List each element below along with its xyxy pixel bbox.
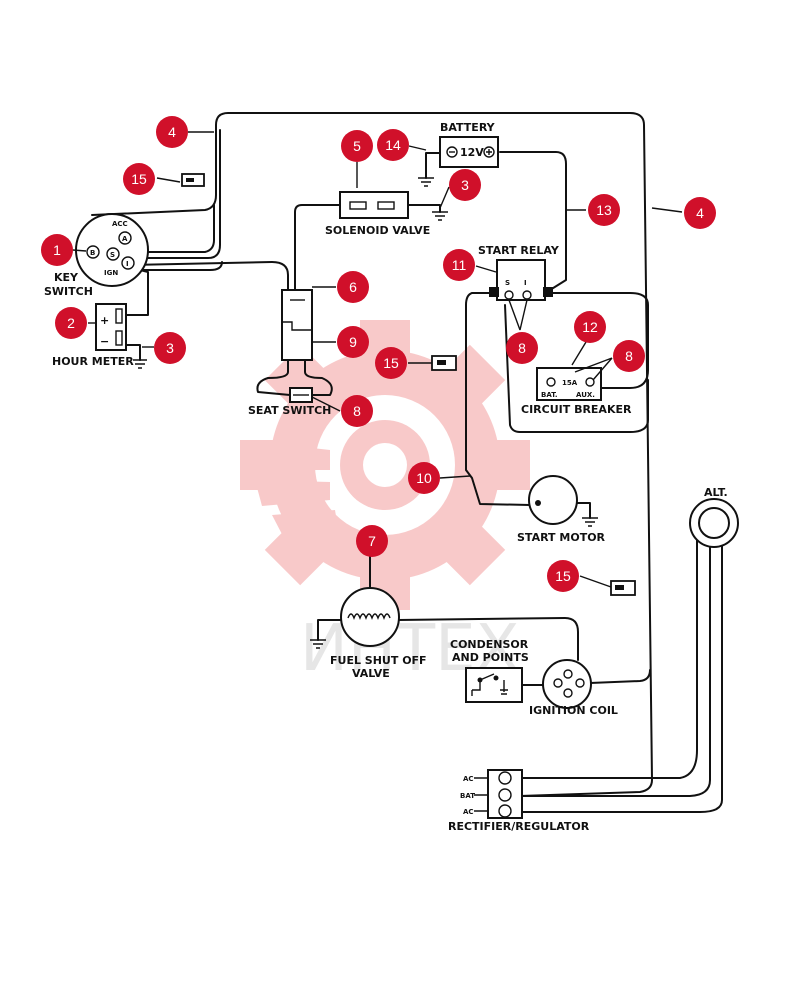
svg-text:S: S — [110, 251, 115, 259]
hour-meter: + − HOUR METER — [52, 303, 134, 368]
svg-text:ACC: ACC — [112, 220, 128, 228]
alternator: ALT. — [689, 486, 739, 548]
svg-text:1: 1 — [53, 242, 61, 258]
condensor-and-points: CONDENSOR AND POINTS — [450, 638, 529, 703]
svg-text:8: 8 — [353, 403, 361, 419]
svg-text:START RELAY: START RELAY — [478, 244, 560, 257]
callout-10: 10 — [408, 462, 440, 494]
svg-text:2: 2 — [67, 315, 75, 331]
svg-text:KEY: KEY — [54, 271, 79, 284]
solenoid-valve: SOLENOID VALVE — [325, 191, 430, 237]
svg-text:BAT: BAT — [460, 792, 475, 800]
svg-text:15: 15 — [131, 171, 147, 187]
callout-6: 6 — [337, 271, 369, 303]
svg-text:10: 10 — [416, 470, 432, 486]
svg-text:8: 8 — [518, 340, 526, 356]
svg-text:I: I — [126, 260, 129, 268]
svg-text:FUEL SHUT OFF: FUEL SHUT OFF — [330, 654, 427, 667]
svg-text:CONDENSOR: CONDENSOR — [450, 638, 529, 651]
svg-text:RECTIFIER/REGULATOR: RECTIFIER/REGULATOR — [448, 820, 590, 833]
svg-text:8: 8 — [625, 348, 633, 364]
callouts: 4 15 5 14 3 13 4 1 11 6 2 3 12 9 8 15 8 … — [41, 116, 716, 592]
svg-text:BATTERY: BATTERY — [440, 121, 496, 134]
svg-text:SWITCH: SWITCH — [44, 285, 93, 298]
callout-3: 3 — [154, 332, 186, 364]
svg-text:7: 7 — [368, 533, 376, 549]
svg-text:3: 3 — [166, 340, 174, 356]
seat-switch-block — [281, 289, 313, 361]
callout-14: 14 — [377, 129, 409, 161]
svg-text:AUX.: AUX. — [576, 391, 595, 399]
key-switch: ACC A B S I IGN KEY SWITCH — [44, 213, 149, 298]
svg-text:I: I — [524, 279, 527, 287]
svg-text:A: A — [122, 235, 128, 243]
callout-4: 4 — [684, 197, 716, 229]
callout-15: 15 — [547, 560, 579, 592]
svg-text:14: 14 — [385, 137, 401, 153]
svg-text:HOUR METER: HOUR METER — [52, 355, 134, 368]
svg-text:6: 6 — [349, 279, 357, 295]
svg-text:−: − — [100, 335, 109, 348]
start-relay: START RELAY S I — [478, 244, 560, 301]
svg-text:VALVE: VALVE — [352, 667, 390, 680]
svg-text:3: 3 — [461, 177, 469, 193]
callout-5: 5 — [341, 130, 373, 162]
svg-text:+: + — [100, 314, 109, 327]
svg-text:AC: AC — [463, 775, 474, 783]
svg-text:13: 13 — [596, 202, 612, 218]
rectifier-regulator: AC BAT AC RECTIFIER/REGULATOR — [448, 769, 590, 833]
seat-switch: SEAT SWITCH — [248, 387, 331, 417]
circuit-breaker: 15A BAT. AUX. CIRCUIT BREAKER — [521, 367, 632, 416]
svg-text:SEAT SWITCH: SEAT SWITCH — [248, 404, 331, 417]
callout-8: 8 — [506, 332, 538, 364]
svg-text:ALT.: ALT. — [704, 486, 728, 499]
callout-11: 11 — [443, 249, 475, 281]
svg-text:11: 11 — [452, 257, 467, 273]
leader-lines — [72, 131, 683, 588]
svg-text:S: S — [505, 279, 510, 287]
callout-15: 15 — [375, 347, 407, 379]
callout-3: 3 — [449, 169, 481, 201]
svg-text:9: 9 — [349, 334, 357, 350]
wires — [91, 112, 723, 813]
svg-text:12V: 12V — [460, 146, 484, 159]
callout-13: 13 — [588, 194, 620, 226]
callout-8: 8 — [613, 340, 645, 372]
svg-text:5: 5 — [353, 138, 361, 154]
svg-text:SOLENOID VALVE: SOLENOID VALVE — [325, 224, 430, 237]
svg-text:4: 4 — [696, 205, 704, 221]
callout-15: 15 — [123, 163, 155, 195]
svg-text:IGN: IGN — [104, 269, 118, 277]
svg-text:START MOTOR: START MOTOR — [517, 531, 606, 544]
svg-text:B: B — [90, 249, 95, 257]
svg-text:IGNITION COIL: IGNITION COIL — [529, 704, 618, 717]
connector-plug-icon — [181, 173, 205, 187]
ignition-coil: IGNITION COIL — [529, 659, 618, 717]
callout-2: 2 — [55, 307, 87, 339]
callout-1: 1 — [41, 234, 73, 266]
callout-9: 9 — [337, 326, 369, 358]
svg-text:15A: 15A — [562, 379, 578, 387]
fuel-shut-off-valve: FUEL SHUT OFF VALVE — [330, 587, 427, 680]
svg-text:12: 12 — [582, 319, 598, 335]
svg-text:BAT.: BAT. — [541, 391, 558, 399]
watermark-gear — [240, 320, 530, 610]
connector-plug-icon — [610, 580, 636, 596]
svg-text:15: 15 — [383, 355, 399, 371]
svg-text:CIRCUIT BREAKER: CIRCUIT BREAKER — [521, 403, 632, 416]
callout-12: 12 — [574, 311, 606, 343]
connector-plug-icon — [431, 355, 457, 371]
svg-text:15: 15 — [555, 568, 571, 584]
start-motor: START MOTOR — [517, 475, 606, 544]
svg-text:AND POINTS: AND POINTS — [452, 651, 529, 664]
battery: BATTERY 12V — [439, 121, 499, 168]
callout-7: 7 — [356, 525, 388, 557]
svg-text:4: 4 — [168, 124, 176, 140]
callout-4: 4 — [156, 116, 188, 148]
callout-8: 8 — [341, 395, 373, 427]
svg-text:AC: AC — [463, 808, 474, 816]
